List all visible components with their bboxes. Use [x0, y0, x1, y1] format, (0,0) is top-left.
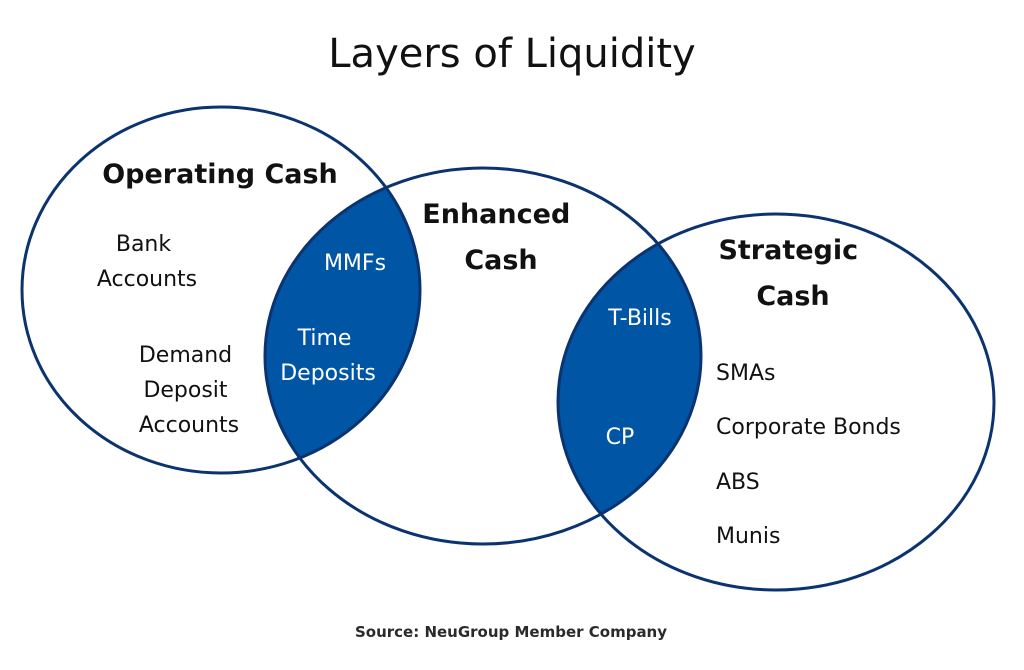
bank-accounts-label: Bank Accounts	[97, 232, 197, 292]
bank-accounts-line: Accounts	[97, 267, 197, 292]
demand-deposit-accounts-line: Accounts	[139, 413, 239, 438]
demand-deposit-accounts-line: Demand	[139, 343, 232, 368]
diagram-title: Layers of Liquidity	[328, 31, 695, 77]
circle-strategic-cash	[556, 212, 996, 592]
enhanced-cash-heading-line: Cash	[464, 245, 537, 276]
mmfs-label: MMFs	[324, 251, 386, 276]
demand-deposit-accounts-line: Deposit	[143, 378, 227, 403]
strategic-cash-heading-line: Strategic	[718, 235, 858, 266]
time-deposits-line: Deposits	[280, 361, 376, 386]
bank-accounts-line: Bank	[116, 232, 172, 257]
circle-operating-cash	[20, 105, 422, 475]
smas-label: SMAs	[716, 361, 775, 386]
abs-label: ABS	[716, 470, 760, 495]
demand-deposit-accounts-label: Demand Deposit Accounts	[139, 343, 239, 438]
time-deposits-label: Time Deposits	[280, 326, 376, 386]
enhanced-cash-heading: Enhanced Cash	[422, 199, 579, 276]
cp-line: CP	[606, 425, 635, 450]
cp-label: CP	[606, 425, 635, 450]
enhanced-cash-heading-line: Enhanced	[422, 199, 570, 230]
t-bills-line: T-Bills	[607, 306, 671, 331]
circle-enhanced-cash	[263, 166, 703, 546]
munis-label: Munis	[716, 524, 780, 549]
t-bills-label: T-Bills	[607, 306, 671, 331]
corporate-bonds-label: Corporate Bonds	[716, 415, 901, 440]
source-note: Source: NeuGroup Member Company	[355, 623, 667, 641]
strategic-cash-heading: Strategic Cash	[718, 235, 867, 312]
mmfs-line: MMFs	[324, 251, 386, 276]
operating-cash-heading-line: Operating Cash	[102, 159, 338, 190]
strategic-cash-heading-line: Cash	[756, 281, 829, 312]
operating-cash-heading: Operating Cash	[102, 159, 338, 190]
time-deposits-line: Time	[297, 326, 352, 351]
